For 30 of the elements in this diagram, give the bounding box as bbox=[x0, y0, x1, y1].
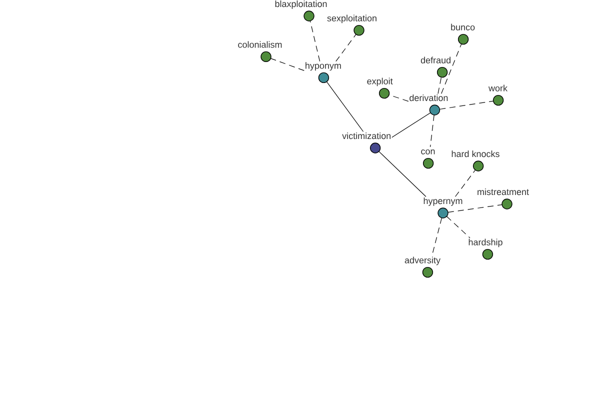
link-line bbox=[270, 58, 304, 71]
link-line bbox=[446, 216, 470, 238]
link-line bbox=[388, 94, 409, 102]
node-label: hypernym bbox=[424, 197, 462, 206]
node-label: derivation bbox=[410, 94, 448, 102]
link-line bbox=[336, 34, 356, 62]
node-label: exploit bbox=[367, 78, 393, 86]
node-label: hardship bbox=[468, 238, 502, 248]
node-label: adversity bbox=[404, 256, 440, 266]
link-line bbox=[392, 112, 431, 138]
node-label: hyponym bbox=[306, 62, 341, 71]
link-line bbox=[455, 170, 476, 197]
link-line bbox=[310, 20, 320, 62]
node-label: colonialism bbox=[238, 41, 282, 48]
node-label: mistreatment bbox=[478, 188, 529, 196]
node-label: con bbox=[421, 149, 435, 154]
node-label: hard knocks bbox=[452, 150, 500, 158]
node-label: victimization bbox=[342, 132, 391, 140]
link-line bbox=[441, 44, 462, 94]
link-line bbox=[438, 76, 442, 94]
link-line bbox=[430, 114, 434, 148]
link-line bbox=[326, 81, 364, 132]
node-label: work bbox=[488, 84, 508, 92]
node-label: sexploitation bbox=[327, 14, 376, 24]
link-line bbox=[448, 204, 502, 213]
link-line bbox=[378, 151, 426, 197]
node-label: blaxploitation bbox=[275, 0, 327, 9]
node-label: bunco bbox=[451, 24, 475, 30]
link-line bbox=[439, 100, 494, 110]
node-label: defraud bbox=[420, 56, 450, 64]
